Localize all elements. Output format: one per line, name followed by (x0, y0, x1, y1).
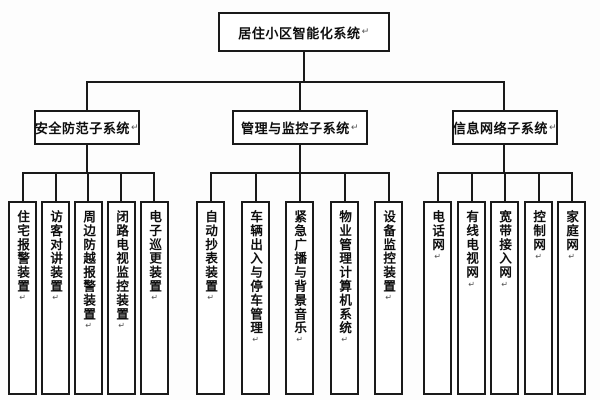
leaf-node-2-1[interactable]: 有线电视网↵ (457, 201, 486, 395)
leaf-mark-1-0: ↵ (206, 293, 216, 304)
connector-group-0-stem (86, 145, 88, 173)
connector-level2-bus (86, 81, 505, 83)
branch-node-management-monitoring-subsystem[interactable]: 管理与监控子系统↵ (232, 110, 368, 145)
branch-1-mark: ↵ (350, 122, 359, 133)
connector-group-0-leaf-4 (153, 172, 155, 202)
root-node-mark: ↵ (361, 27, 370, 37)
leaf-node-2-3[interactable]: 控制网↵ (524, 201, 553, 395)
connector-group-2-leaf-4 (571, 172, 573, 202)
leaf-node-1-4[interactable]: 设备监控装置↵ (374, 201, 403, 395)
connector-branch-2-drop (503, 81, 505, 110)
leaf-label-0-1: 访客对讲装置 (48, 210, 64, 294)
leaf-node-0-4[interactable]: 电子巡更装置↵ (140, 201, 169, 395)
connector-group-2-leaf-3 (538, 172, 540, 202)
connector-branch-1-drop (299, 81, 301, 110)
leaf-mark-2-1: ↵ (467, 279, 477, 290)
branch-node-security-subsystem[interactable]: 安全防范子系统↵ (34, 110, 140, 145)
branch-2-mark: ↵ (549, 122, 558, 133)
leaf-mark-2-4: ↵ (567, 251, 577, 263)
leaf-label-1-1: 车辆出入与停车管理 (248, 210, 264, 336)
connector-group-1-stem (299, 145, 301, 173)
leaf-label-0-3: 闭路电视监控装置 (114, 210, 130, 322)
leaf-mark-0-3: ↵ (117, 321, 127, 332)
leaf-label-0-0: 住宅报警装置 (15, 210, 31, 294)
leaf-mark-0-0: ↵ (18, 293, 28, 304)
branch-node-label-1: 管理与监控子系统 (241, 122, 350, 137)
connector-group-1-leaf-3 (344, 172, 346, 202)
connector-group-2-leaf-2 (504, 172, 506, 202)
leaf-node-1-0[interactable]: 自动抄表装置↵ (196, 201, 225, 395)
leaf-label-0-2: 周边防越报警装置 (81, 210, 97, 322)
leaf-node-1-2[interactable]: 紧急广播与背景音乐↵ (285, 201, 314, 395)
branch-node-label-0: 安全防范子系统 (34, 122, 131, 137)
connector-group-0-leaf-1 (55, 172, 57, 202)
leaf-node-0-0[interactable]: 住宅报警装置↵ (8, 201, 37, 395)
leaf-mark-0-4: ↵ (150, 293, 160, 304)
leaf-label-2-1: 有线电视网 (464, 210, 480, 280)
leaf-node-2-4[interactable]: 家庭网↵ (557, 201, 586, 395)
leaf-mark-1-2: ↵ (295, 335, 305, 346)
leaf-mark-0-1: ↵ (51, 293, 61, 304)
connector-root-drop (303, 52, 305, 82)
leaf-mark-1-3: ↵ (340, 335, 350, 346)
leaf-label-2-3: 控制网 (531, 210, 547, 252)
connector-branch-0-drop (86, 81, 88, 110)
connector-group-1-leaf-4 (388, 172, 390, 202)
leaf-node-2-0[interactable]: 电话网↵ (423, 201, 452, 395)
connector-group-0-leaf-0 (22, 172, 24, 202)
leaf-mark-2-2: ↵ (500, 279, 510, 290)
root-node-intelligent-residential-system[interactable]: 居住小区智能化系统↵ (218, 12, 390, 52)
connector-group-0-leaf-2 (87, 172, 89, 202)
leaf-label-2-2: 宽带接入网 (497, 210, 513, 280)
leaf-label-1-2: 紧急广播与背景音乐 (292, 210, 308, 336)
leaf-mark-1-4: ↵ (384, 293, 394, 304)
leaf-mark-2-3: ↵ (534, 251, 544, 263)
leaf-node-0-2[interactable]: 周边防越报警装置↵ (74, 201, 103, 395)
leaf-label-1-4: 设备监控装置 (381, 210, 397, 294)
leaf-label-0-4: 电子巡更装置 (147, 210, 163, 294)
leaf-node-0-1[interactable]: 访客对讲装置↵ (41, 201, 70, 395)
branch-node-information-network-subsystem[interactable]: 信息网络子系统↵ (452, 110, 558, 145)
leaf-node-1-1[interactable]: 车辆出入与停车管理↵ (241, 201, 270, 395)
connector-group-2-stem (503, 145, 505, 173)
connector-group-1-leaf-2 (299, 172, 301, 202)
connector-group-0-leaf-3 (120, 172, 122, 202)
connector-group-1-leaf-1 (255, 172, 257, 202)
connector-group-1-leaf-0 (210, 172, 212, 202)
leaf-mark-0-2: ↵ (84, 321, 94, 332)
leaf-label-1-0: 自动抄表装置 (203, 210, 219, 294)
connector-group-2-leaf-1 (471, 172, 473, 202)
leaf-label-1-3: 物业管理计算机系统 (337, 210, 353, 336)
connector-group-2-leaf-0 (437, 172, 439, 202)
root-node-label: 居住小区智能化系统 (238, 26, 361, 42)
leaf-label-2-4: 家庭网 (564, 210, 580, 252)
leaf-node-2-2[interactable]: 宽带接入网↵ (490, 201, 519, 395)
leaf-node-0-3[interactable]: 闭路电视监控装置↵ (107, 201, 136, 395)
leaf-node-1-3[interactable]: 物业管理计算机系统↵ (330, 201, 359, 395)
leaf-mark-2-0: ↵ (433, 251, 443, 263)
leaf-mark-1-1: ↵ (251, 335, 261, 346)
branch-node-label-2: 信息网络子系统 (452, 122, 549, 137)
branch-0-mark: ↵ (131, 122, 140, 133)
leaf-label-2-0: 电话网 (430, 210, 446, 252)
